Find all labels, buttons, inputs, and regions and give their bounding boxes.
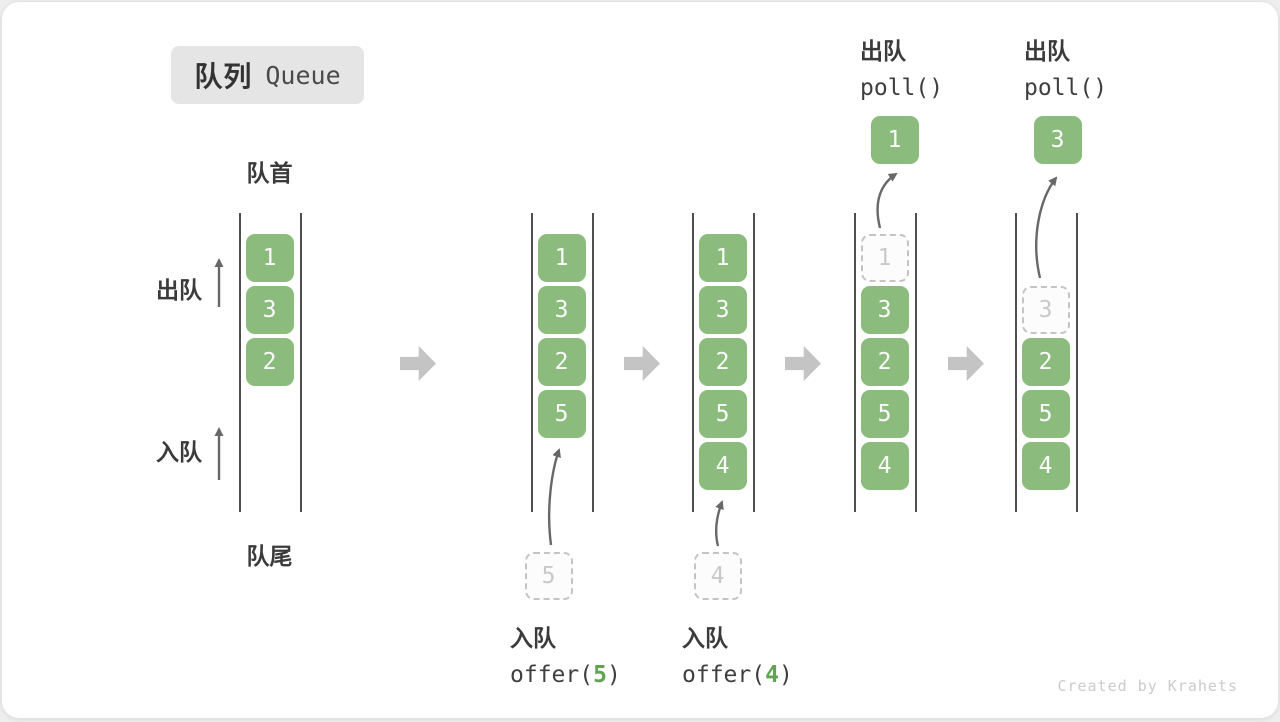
- dequeue-side-label: 出队: [156, 277, 202, 303]
- poll-1-arrow: [876, 172, 898, 229]
- title-badge: 队列 Queue: [171, 46, 364, 104]
- dequeue-op-code: poll(): [1024, 75, 1108, 101]
- queue-left-rail: [531, 213, 533, 512]
- dequeue-op-chinese: 出队: [860, 38, 906, 64]
- queue-item: 5: [860, 390, 909, 438]
- enqueue-side-label: 入队: [156, 439, 202, 465]
- queue-slot-dashed: 1: [860, 234, 909, 282]
- queue-right-rail: [300, 213, 302, 512]
- queue-right-rail: [592, 213, 594, 512]
- enqueue-op-code: offer(5): [510, 662, 621, 688]
- enqueue-op-chinese: 入队: [510, 625, 556, 651]
- enqueue-op-chinese: 入队: [682, 625, 728, 651]
- queue-slot-dashed: 3: [1021, 286, 1070, 334]
- code-arg: 4: [765, 662, 779, 688]
- queue-left-rail: [239, 213, 241, 512]
- queue-item: 2: [698, 338, 747, 386]
- watermark-credit: Created by Krahets: [1057, 677, 1238, 695]
- state-transition-arrow-1: [400, 346, 436, 381]
- queue-left-rail: [1015, 213, 1017, 512]
- state-transition-arrow-3: [785, 346, 821, 381]
- queue-item: 3: [537, 286, 586, 334]
- queue-right-rail: [1076, 213, 1078, 512]
- enqueue-preview-box: 5: [524, 552, 573, 600]
- enqueue-op-code: offer(4): [682, 662, 793, 688]
- queue-item: 2: [537, 338, 586, 386]
- enqueue-preview-box: 4: [693, 552, 742, 600]
- queue-item: 5: [1021, 390, 1070, 438]
- code-text: ): [606, 662, 621, 688]
- dequeue-op-code: poll(): [860, 75, 944, 101]
- queue-item: 2: [860, 338, 909, 386]
- queue-item: 3: [698, 286, 747, 334]
- queue-item: 3: [860, 286, 909, 334]
- queue-item: 1: [245, 234, 294, 282]
- dequeue-op-label: 出队 poll(): [1024, 32, 1107, 101]
- dequeue-result-box: 3: [1033, 116, 1082, 164]
- queue-item: 3: [245, 286, 294, 334]
- queue-front-label: 队首: [246, 160, 293, 186]
- dequeue-op-label: 出队 poll(): [860, 32, 943, 101]
- code-text: offer(: [682, 662, 766, 688]
- queue-rear-label: 队尾: [246, 543, 293, 569]
- queue-item: 1: [537, 234, 586, 282]
- enqueue-4-arrow: [714, 500, 724, 547]
- poll-3-arrow: [1035, 176, 1058, 279]
- queue-item: 2: [245, 338, 294, 386]
- enqueue-5-arrow: [548, 448, 561, 546]
- queue-item: 4: [698, 442, 747, 490]
- queue-right-rail: [753, 213, 755, 512]
- code-text: ): [778, 662, 793, 688]
- enqueue-op-label: 入队 offer(5): [510, 619, 621, 688]
- dequeue-result-box: 1: [870, 116, 919, 164]
- queue-left-rail: [854, 213, 856, 512]
- title-english: Queue: [265, 60, 341, 90]
- enqueue-op-label: 入队 offer(4): [682, 619, 793, 688]
- queue-item: 2: [1021, 338, 1070, 386]
- queue-item: 5: [698, 390, 747, 438]
- dequeue-op-chinese: 出队: [1024, 38, 1070, 64]
- queue-item: 4: [860, 442, 909, 490]
- queue-right-rail: [915, 213, 917, 512]
- state-transition-arrow-4: [948, 346, 984, 381]
- queue-item: 4: [1021, 442, 1070, 490]
- queue-item: 1: [698, 234, 747, 282]
- code-text: offer(: [510, 662, 594, 688]
- queue-item: 5: [537, 390, 586, 438]
- queue-left-rail: [692, 213, 694, 512]
- state-transition-arrow-2: [624, 346, 660, 381]
- title-chinese: 队列: [194, 61, 253, 92]
- code-arg: 5: [593, 662, 607, 688]
